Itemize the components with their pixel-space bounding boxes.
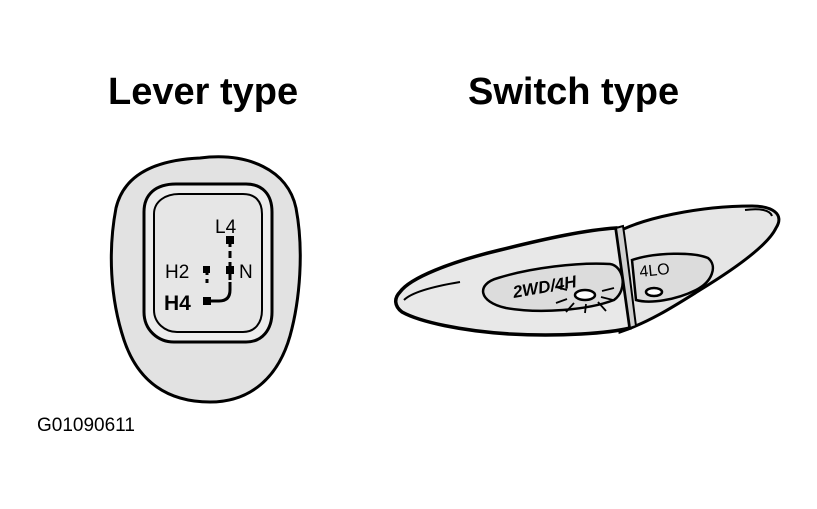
- switch-rocker-edge: [403, 281, 461, 301]
- label-h4: H4: [164, 292, 191, 315]
- four-lo-indicator-lamp: [644, 286, 664, 298]
- lever-type-heading: Lever type: [108, 71, 299, 113]
- label-h2: H2: [165, 262, 189, 283]
- switch-housing-trim: [744, 208, 773, 217]
- lever-knob: L4 H2 N H4: [109, 155, 302, 404]
- lever-gate-plate-inner: [153, 193, 263, 333]
- switch-unit: 2WD/4H 4LO: [394, 204, 781, 337]
- two-wd-indicator-lamp: [573, 288, 597, 302]
- label-n: N: [239, 262, 253, 283]
- gate-dot-n: [226, 266, 234, 274]
- gate-dot-h2: [203, 266, 210, 273]
- label-l4: L4: [215, 217, 237, 238]
- gate-path-h4: [207, 282, 232, 303]
- figure-code: G01090611: [37, 415, 135, 436]
- switch-rocker-lip: [614, 224, 638, 330]
- lamp-light-rays: [555, 286, 615, 314]
- gate-dot-l4: [226, 236, 234, 244]
- switch-type-heading: Switch type: [468, 71, 680, 113]
- label-4lo: 4LO: [639, 261, 671, 281]
- gate-dot-h4: [203, 297, 211, 305]
